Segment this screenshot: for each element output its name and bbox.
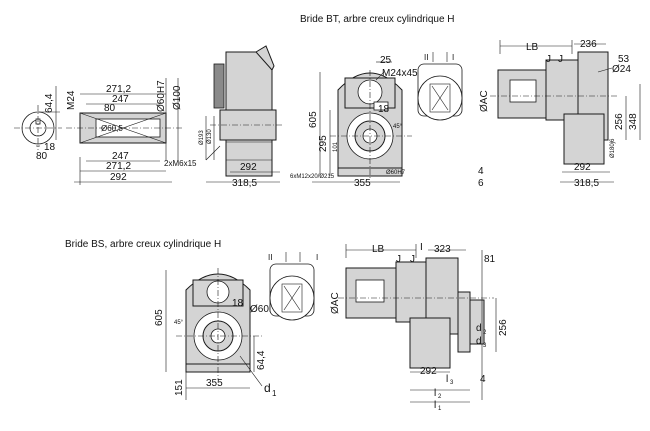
shaft-dim-inner: Ø60,5 bbox=[101, 124, 123, 133]
bs-front-w355: 355 bbox=[206, 378, 223, 389]
bs-motor-l1-sub: 1 bbox=[438, 406, 442, 412]
bt-motor-d180: Ø180j6 bbox=[610, 138, 616, 158]
bs-motor-l3-sub: 3 bbox=[450, 380, 454, 386]
bs-front-d60h7: Ø60H7 bbox=[250, 304, 282, 315]
bt-front-m24x45: M24x45 bbox=[382, 68, 418, 79]
bt-front-h295: 295 bbox=[318, 135, 329, 152]
bs-front-view: 18 Ø60H7 605 45° 64,4 151 355 d 1 bbox=[154, 268, 282, 400]
shaft-dim-100: Ø100 bbox=[172, 85, 183, 110]
bs-front-w18: 18 bbox=[232, 298, 244, 309]
bs-motor-i1: I bbox=[420, 242, 423, 253]
shaft-dim-60h7: Ø60H7 bbox=[156, 80, 167, 112]
bs-fan-ii: II bbox=[268, 253, 272, 262]
bt-side-d130: Ø130 bbox=[207, 129, 213, 144]
bs-motor-l1: l bbox=[434, 400, 436, 411]
bt-motor-lb: LB bbox=[526, 42, 539, 53]
bs-motor-w81: 81 bbox=[484, 254, 496, 265]
shaft-dim-64-4: 64,4 bbox=[44, 93, 55, 113]
bt-motor-j1: J bbox=[546, 54, 551, 65]
bs-motor-w4: 4 bbox=[480, 374, 486, 385]
shaft-m24: M24 bbox=[66, 90, 77, 110]
bs-motor-w323: 323 bbox=[434, 244, 451, 255]
bs-motor-l2-sub: 2 bbox=[438, 394, 442, 400]
bt-fan-i: I bbox=[452, 53, 454, 62]
bs-motor-j2: J bbox=[410, 254, 415, 265]
bs-motor-j1: J bbox=[396, 254, 401, 265]
shaft-dim-247-bottom: 247 bbox=[112, 151, 129, 162]
bt-motor-j2: J bbox=[558, 54, 563, 65]
bs-fan-i: I bbox=[316, 253, 318, 262]
shaft-section-view: Ø60,5 271,2 247 80 M24 Ø60H7 Ø100 80 247… bbox=[36, 78, 183, 185]
bt-motor-w292: 292 bbox=[574, 162, 591, 173]
bt-front-w18: 18 bbox=[378, 104, 390, 115]
shaft-dim-18: 18 bbox=[44, 142, 56, 153]
bs-motor-l3: l bbox=[446, 374, 448, 385]
shaft-dim-80-bottom: 80 bbox=[36, 151, 48, 162]
bt-fan-ii: II bbox=[424, 53, 428, 62]
bs-motor-d3: d bbox=[476, 336, 482, 347]
bt-motor-w236: 236 bbox=[580, 39, 597, 50]
bt-motor-h348: 348 bbox=[628, 113, 639, 130]
title-bride-bs: Bride BS, arbre creux cylindrique H bbox=[65, 239, 221, 250]
bt-motor-dac: ØAC bbox=[479, 90, 490, 112]
bs-motor-side: LB J J I 323 81 ØAC d 3 d 2 256 292 l 3 … bbox=[330, 242, 509, 412]
bt-motor-w318: 318,5 bbox=[574, 178, 599, 189]
bs-motor-l2: l bbox=[434, 388, 436, 399]
bs-front-ang: 45° bbox=[174, 320, 184, 326]
bt-motor-w6: 6 bbox=[478, 178, 484, 189]
bs-motor-w292: 292 bbox=[420, 366, 437, 377]
bt-front-h605: 605 bbox=[308, 111, 319, 128]
bt-side-w318: 318,5 bbox=[232, 178, 257, 189]
shaft-dim-271-bottom: 271,2 bbox=[106, 161, 131, 172]
bt-front-ang: 45° bbox=[393, 124, 403, 130]
bt-side-w292: 292 bbox=[240, 162, 257, 173]
bs-front-d1-sub: 1 bbox=[272, 389, 277, 398]
bt-side-threads: 2xM6x15 bbox=[164, 159, 197, 168]
bt-front-h101: 101 bbox=[333, 141, 339, 152]
bs-fan-cover: II I bbox=[268, 252, 318, 321]
bt-front-view: 25 M24x45 18 605 295 101 45° Ø60H7 6xM12… bbox=[290, 55, 418, 189]
bt-motor-h256: 256 bbox=[614, 113, 625, 130]
bt-side-view: Ø193 Ø130 2xM6x15 292 318,5 bbox=[164, 45, 282, 189]
bt-side-d193: Ø193 bbox=[199, 130, 205, 145]
bs-motor-d2-sub: 2 bbox=[483, 330, 487, 336]
bt-motor-d24: Ø24 bbox=[612, 64, 631, 75]
bs-motor-dac: ØAC bbox=[330, 292, 341, 314]
bs-front-d1: d bbox=[264, 381, 271, 395]
bt-motor-w4: 4 bbox=[478, 166, 484, 177]
bs-motor-d2: d bbox=[476, 323, 482, 334]
bs-front-h64: 64,4 bbox=[256, 350, 267, 370]
bt-fan-cover: II I bbox=[417, 52, 463, 121]
bt-motor-s53: 53 bbox=[618, 54, 630, 65]
bs-front-h151: 151 bbox=[174, 379, 185, 396]
bt-front-w355: 355 bbox=[354, 178, 371, 189]
bt-front-bolts: 6xM12x20/Ø215 bbox=[290, 174, 335, 180]
bs-motor-lb: LB bbox=[372, 244, 385, 255]
shaft-end-view: 64,4 18 bbox=[14, 86, 62, 153]
shaft-dim-80-top: 80 bbox=[104, 103, 116, 114]
shaft-dim-247-top: 247 bbox=[112, 94, 129, 105]
title-bride-bt: Bride BT, arbre creux cylindrique H bbox=[300, 14, 455, 25]
shaft-dim-292-bottom: 292 bbox=[110, 172, 127, 183]
shaft-dim-271-top: 271,2 bbox=[106, 84, 131, 95]
bt-front-d60h7: Ø60H7 bbox=[386, 170, 406, 176]
bt-front-w25: 25 bbox=[380, 55, 392, 66]
bs-motor-h256: 256 bbox=[498, 319, 509, 336]
bt-motor-side: LB J J 236 53 Ø24 ØAC 256 348 Ø180j6 4 6… bbox=[478, 39, 641, 189]
bs-front-h605: 605 bbox=[154, 309, 165, 326]
bs-motor-d3-sub: 3 bbox=[483, 343, 487, 349]
